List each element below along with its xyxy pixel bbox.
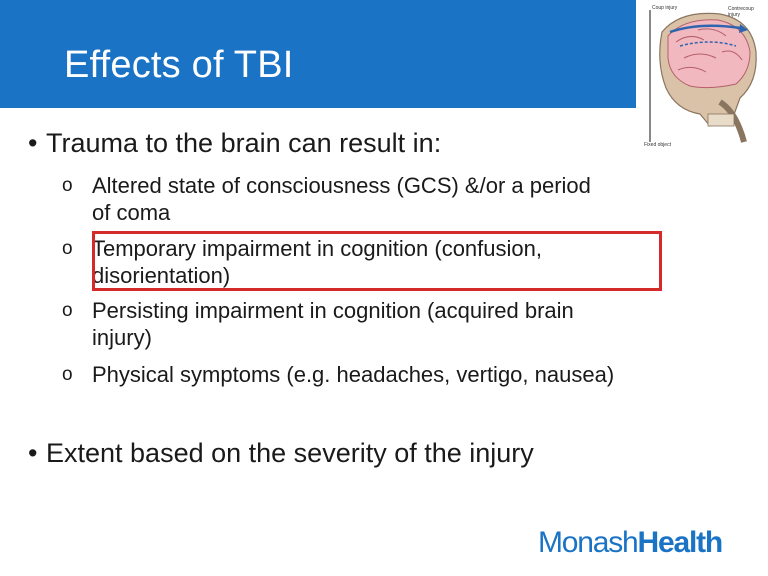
sub-item-line: Temporary impairment in cognition (confu… [92,236,542,261]
skull-brain-illustration-icon [640,2,768,150]
bullet-dot: • [28,438,38,468]
sub-item-line: Physical symptoms (e.g. headaches, verti… [92,362,615,387]
logo-part-2: Health [637,526,724,559]
monash-health-logo: MonashHealth [538,526,724,560]
sub-item-line: injury) [92,325,152,350]
brain-injury-figure: Coup injury Contrecoup injury Fixed obje… [640,2,768,150]
logo-part-1: Monash [538,526,639,559]
figure-label-coup: Coup injury [652,5,678,11]
sub-bullet-symbol: o [62,238,73,259]
bullet-text: Extent based on the severity of the inju… [46,438,534,468]
sub-item-line: Persisting impairment in cognition (acqu… [92,298,574,323]
sub-item-line: of coma [92,200,171,225]
sub-item-line: disorientation) [92,263,231,288]
sub-bullet-symbol: o [62,300,73,321]
sub-item-line: Altered state of consciousness (GCS) &/o… [92,173,591,198]
bullet-dot: • [28,128,38,158]
slide-title: Effects of TBI [64,44,294,86]
figure-label-contrecoup: Contrecoup injury [728,6,754,18]
figure-label-fixed-object: Fixed object [644,142,671,148]
sub-bullet-symbol: o [62,175,73,196]
highlight-box [92,231,662,291]
sub-bullet-symbol: o [62,364,73,385]
title-bar: Effects of TBI [0,0,636,108]
bullet-text: Trauma to the brain can result in: [46,128,442,158]
